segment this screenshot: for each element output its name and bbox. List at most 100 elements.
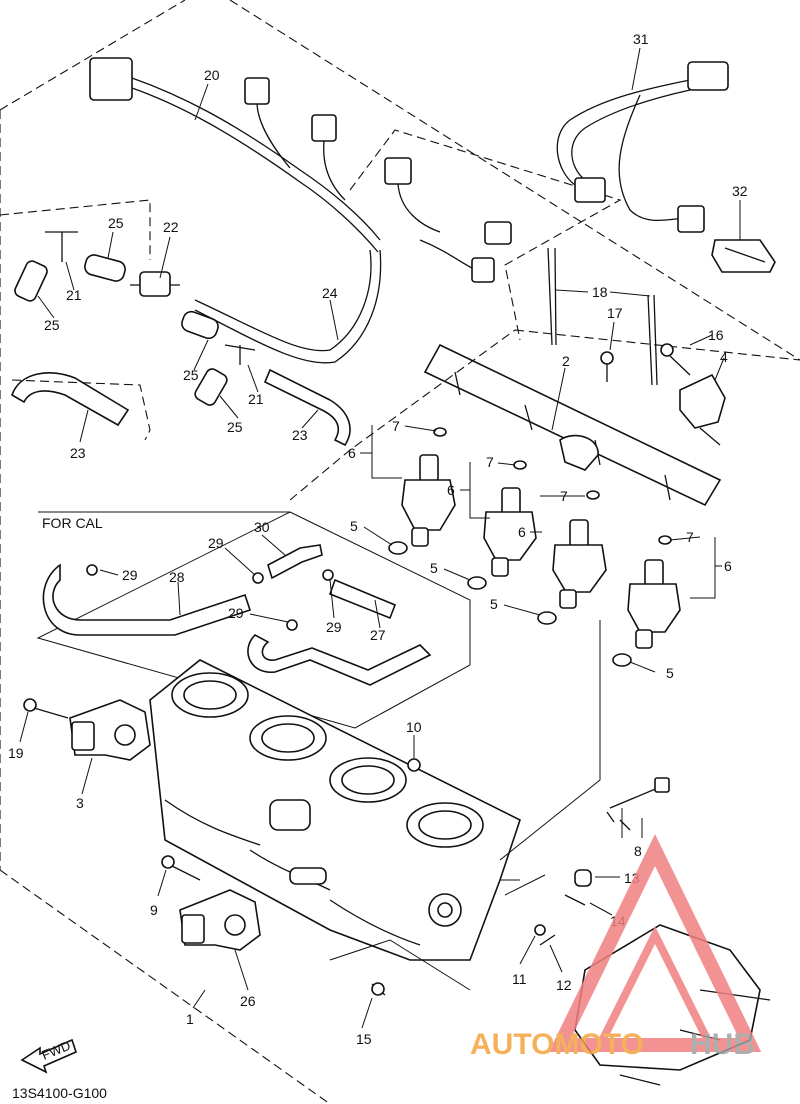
callout-3: 3 bbox=[76, 795, 84, 811]
sub-harness-connector-top bbox=[687, 61, 729, 91]
callout-5-d: 5 bbox=[666, 665, 674, 681]
callout-1: 1 bbox=[186, 1011, 194, 1027]
strap-18 bbox=[547, 247, 658, 386]
oring-7-b bbox=[513, 460, 527, 470]
callout-4: 4 bbox=[720, 349, 728, 365]
seal-5-c bbox=[537, 611, 557, 625]
wire-harness bbox=[89, 57, 512, 283]
hose-27-end bbox=[328, 578, 397, 620]
joint-22 bbox=[139, 271, 171, 297]
oring-7-a bbox=[433, 427, 447, 437]
sub-harness-connector-left bbox=[574, 177, 606, 203]
callout-21-a: 21 bbox=[66, 287, 82, 303]
fwd-arrow: FWD bbox=[20, 1038, 77, 1074]
harness-connector-b bbox=[311, 114, 337, 142]
callout-27: 27 bbox=[370, 627, 386, 643]
joint-30 bbox=[267, 544, 323, 580]
callout-6-b: 6 bbox=[447, 482, 455, 498]
seal-5-d bbox=[612, 653, 632, 667]
harness-group-outline bbox=[349, 129, 622, 341]
seal-5-a bbox=[388, 541, 408, 555]
callout-2: 2 bbox=[562, 353, 570, 369]
callout-15: 15 bbox=[356, 1031, 372, 1047]
callout-7-a: 7 bbox=[392, 418, 400, 434]
seal-5-b bbox=[467, 576, 487, 590]
watermark-text-1: AUTOMOTO bbox=[470, 1028, 644, 1061]
tb-shaft-housing bbox=[269, 799, 311, 831]
throttle-body-1 bbox=[149, 659, 521, 961]
washer-11 bbox=[534, 924, 546, 936]
oring-7-d bbox=[658, 535, 672, 545]
for-cal-hose-group bbox=[36, 511, 471, 729]
callout-32: 32 bbox=[732, 183, 748, 199]
sensor-3 bbox=[69, 699, 151, 761]
hose-25-b bbox=[84, 254, 126, 282]
callout-26: 26 bbox=[240, 993, 256, 1009]
cap-13 bbox=[574, 869, 592, 887]
hose-23-left bbox=[11, 372, 130, 427]
harness-connector-e bbox=[471, 257, 495, 283]
hose-group-upper bbox=[0, 199, 382, 447]
callout-31: 31 bbox=[633, 31, 649, 47]
callout-22: 22 bbox=[163, 219, 179, 235]
callout-6-a: 6 bbox=[348, 445, 356, 461]
callout-25-d: 25 bbox=[227, 419, 243, 435]
callout-24: 24 bbox=[322, 285, 338, 301]
callout-25-c: 25 bbox=[183, 367, 199, 383]
callout-29-b: 29 bbox=[122, 567, 138, 583]
hose-25-c bbox=[181, 310, 219, 340]
injector-6-c bbox=[552, 519, 607, 609]
sensor-4 bbox=[679, 373, 726, 446]
harness-connector-a bbox=[244, 77, 270, 105]
small-parts bbox=[329, 758, 670, 996]
diagram-code: 13S4100-G100 bbox=[12, 1085, 107, 1101]
callout-5-c: 5 bbox=[490, 596, 498, 612]
hose-23-right bbox=[263, 368, 351, 447]
callout-29-d: 29 bbox=[326, 619, 342, 635]
callout-16: 16 bbox=[708, 327, 724, 343]
callout-29-c: 29 bbox=[228, 605, 244, 621]
clamp-32 bbox=[711, 239, 776, 273]
callout-17: 17 bbox=[607, 305, 623, 321]
leader-lines bbox=[19, 47, 741, 1029]
callout-8: 8 bbox=[634, 843, 642, 859]
clip-29-a bbox=[86, 564, 98, 576]
callout-10: 10 bbox=[406, 719, 422, 735]
callout-5-b: 5 bbox=[430, 560, 438, 576]
callout-5-a: 5 bbox=[350, 518, 358, 534]
callout-20: 20 bbox=[204, 67, 220, 83]
callout-19: 19 bbox=[8, 745, 24, 761]
injector-6-a bbox=[401, 454, 456, 547]
sub-harness-connector-right bbox=[677, 205, 705, 233]
callout-6-c: 6 bbox=[518, 524, 526, 540]
for-cal-label: FOR CAL bbox=[42, 515, 103, 531]
screw-19 bbox=[23, 698, 69, 719]
fuel-rail-2 bbox=[423, 343, 722, 507]
nut-10 bbox=[407, 758, 421, 772]
callout-7-c: 7 bbox=[560, 488, 568, 504]
bolt-17 bbox=[600, 351, 614, 382]
callout-25-a: 25 bbox=[108, 215, 124, 231]
clip-29-c bbox=[322, 569, 334, 581]
callout-23-b: 23 bbox=[292, 427, 308, 443]
harness-connector-d bbox=[484, 221, 512, 245]
callout-29-a: 29 bbox=[208, 535, 224, 551]
harness-connector-main bbox=[89, 57, 133, 101]
callout-9: 9 bbox=[150, 902, 158, 918]
callout-11: 11 bbox=[512, 971, 527, 987]
harness-connector-c bbox=[384, 157, 412, 185]
clip-29-b bbox=[252, 572, 264, 584]
tb-nipple bbox=[289, 867, 327, 885]
hose-25-a bbox=[14, 260, 48, 302]
sensor-26 bbox=[179, 889, 261, 951]
screw-16 bbox=[660, 343, 691, 376]
callout-6-d: 6 bbox=[724, 558, 732, 574]
watermark-text-2: HUB bbox=[690, 1028, 755, 1061]
watermark-logo: AUTOMOTO HUB bbox=[470, 834, 762, 1061]
oring-7-c bbox=[586, 490, 600, 500]
hose-28 bbox=[42, 563, 252, 636]
hose-27 bbox=[247, 634, 432, 686]
clip-12 bbox=[539, 934, 556, 946]
